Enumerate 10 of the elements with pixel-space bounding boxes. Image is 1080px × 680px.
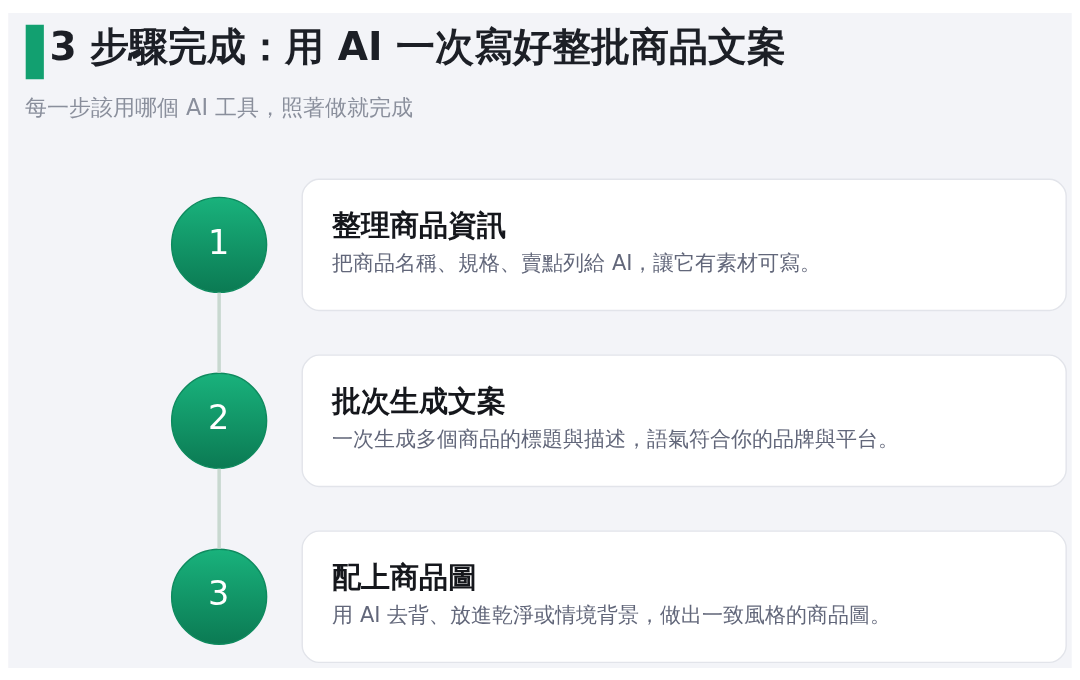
connector — [217, 292, 221, 373]
connector — [217, 468, 221, 549]
node-circle: 1 — [170, 196, 268, 293]
node-circle: 3 — [170, 548, 268, 645]
label: 每一步該用哪個 AI 工具，照著做就完成 — [25, 93, 414, 120]
node-circle: 2 — [170, 372, 268, 469]
node-box: 整理商品資訊 把商品名稱、規格、賣點列給 AI，讓它有素材可寫。 — [301, 178, 1067, 311]
diagram-title: 3 步驟完成：用 AI 一次寫好整批商品文案 — [49, 23, 787, 69]
node-box: 配上商品圖 用 AI 去背、放進乾淨或情境背景，做出一致風格的商品圖。 — [301, 529, 1067, 663]
node-box: 批次生成文案 一次生成多個商品的標題與描述，語氣符合你的品牌與平台。 — [301, 353, 1067, 487]
